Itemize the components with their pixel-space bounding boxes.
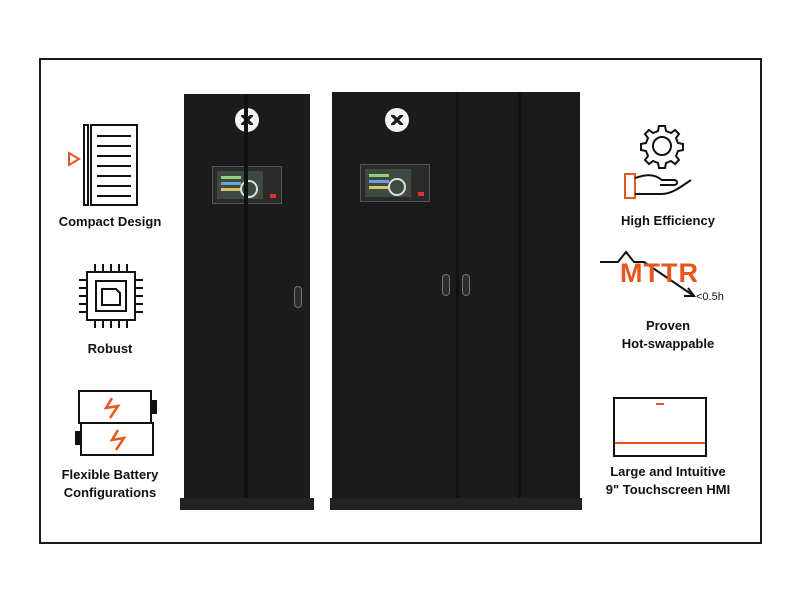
feature-compact: Compact Design	[45, 213, 175, 231]
ups-cabinet-small	[184, 94, 310, 502]
feature-label: High Efficiency	[621, 213, 715, 228]
feature-battery: Flexible Battery Configurations	[45, 466, 175, 502]
mttr-graph-icon	[600, 250, 696, 297]
status-led	[418, 192, 424, 196]
mttr-label: MTTR	[620, 258, 699, 288]
touchscreen-display	[360, 164, 430, 202]
feature-hmi: Large and Intuitive 9" Touchscreen HMI	[584, 463, 752, 499]
gear-hand-icon	[624, 125, 692, 199]
door-handle	[442, 274, 450, 296]
ups-cabinet-large	[332, 92, 580, 502]
feature-label: Proven Hot-swappable	[621, 318, 715, 351]
door-handle	[294, 286, 302, 308]
feature-hotswap: Proven Hot-swappable	[598, 317, 738, 353]
door-handle	[462, 274, 470, 296]
feature-robust: Robust	[45, 340, 175, 358]
feature-label: Large and Intuitive 9" Touchscreen HMI	[605, 464, 731, 497]
feature-label: Flexible Battery Configurations	[61, 467, 159, 500]
status-led	[270, 194, 276, 198]
cabinet-base	[180, 498, 314, 510]
cabinet-base	[330, 498, 582, 510]
mttr-time-label: <0.5h	[696, 291, 724, 303]
feature-efficiency: High Efficiency	[598, 212, 738, 230]
touchscreen-icon	[613, 397, 707, 457]
feature-label: Compact Design	[58, 214, 162, 229]
brand-logo-icon	[385, 108, 409, 132]
document-icon	[68, 124, 138, 206]
feature-label: Robust	[87, 341, 133, 356]
battery-icon	[75, 390, 157, 456]
chip-icon	[79, 264, 143, 328]
